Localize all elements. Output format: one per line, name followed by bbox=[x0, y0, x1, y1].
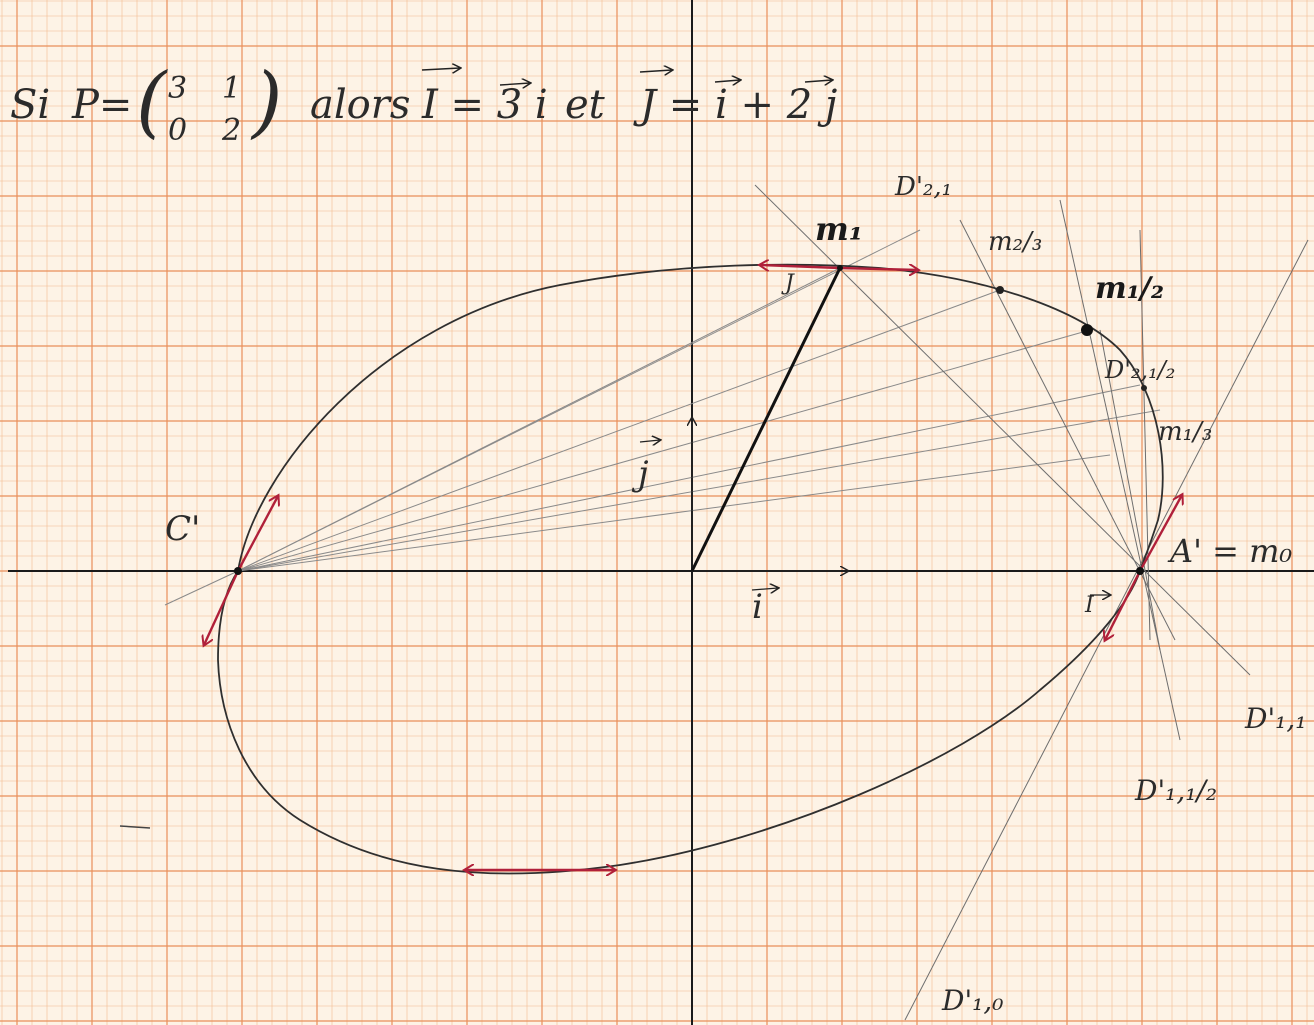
construction-rays bbox=[164, 229, 1161, 606]
matrix-a11: 3 bbox=[168, 71, 187, 106]
label-d212: D'₂,₁/₂ bbox=[1104, 356, 1175, 384]
ellipse-path bbox=[217, 263, 1164, 875]
tangent-a-down bbox=[1105, 570, 1142, 640]
label-d112: D'₁,₁/₂ bbox=[1134, 774, 1217, 807]
title-equation: Si P= ( 3 1 0 2 ) alors I = 3 i et J = i… bbox=[10, 57, 837, 148]
segment-o-m1 bbox=[690, 267, 842, 572]
label-vec-j: j bbox=[631, 454, 649, 494]
title-eq2: J = i + 2 j bbox=[633, 82, 837, 128]
title-matrix-name: P= bbox=[71, 82, 132, 128]
tangent-c-up bbox=[236, 496, 278, 572]
label-vec-i: i bbox=[752, 587, 763, 627]
point-m13 bbox=[1141, 385, 1147, 391]
d-prime-lines bbox=[754, 184, 1309, 1021]
label-vec-J: J bbox=[781, 271, 795, 296]
stray-mark bbox=[119, 825, 151, 829]
tangent-a-up bbox=[1138, 495, 1182, 572]
arrow-over-j bbox=[639, 440, 660, 442]
label-a-prime: A' = m₀ bbox=[1167, 532, 1292, 570]
label-c-prime: C' bbox=[165, 509, 200, 549]
title-connector: et bbox=[565, 82, 606, 128]
tangent-m1-left bbox=[760, 265, 841, 268]
tangent-m1-right bbox=[839, 268, 918, 270]
title-prefix: Si bbox=[10, 82, 50, 128]
label-vec-I: I bbox=[1084, 593, 1095, 618]
matrix-a21: 0 bbox=[168, 113, 187, 148]
tangent-arrows bbox=[204, 265, 1182, 870]
point-a-prime bbox=[1136, 567, 1144, 575]
matrix-bracket-right: ) bbox=[250, 57, 282, 147]
point-m12 bbox=[1081, 324, 1093, 336]
label-m13: m₁/₃ bbox=[1158, 417, 1212, 447]
matrix-a22: 2 bbox=[221, 113, 241, 148]
label-d10: D'₁,₀ bbox=[941, 984, 1004, 1017]
label-d21: D'₂,₁ bbox=[894, 172, 952, 202]
point-c-prime bbox=[234, 567, 242, 575]
label-m12: m₁/₂ bbox=[1095, 271, 1164, 306]
label-m23: m₂/₃ bbox=[988, 227, 1042, 257]
arrow-over-i bbox=[751, 588, 778, 590]
point-m23 bbox=[996, 286, 1004, 294]
point-m1 bbox=[837, 265, 843, 271]
label-m1: m₁ bbox=[815, 210, 863, 248]
matrix-a12: 1 bbox=[222, 71, 241, 106]
title-conjunction: alors bbox=[310, 82, 410, 128]
matrix-bracket-left: ( bbox=[136, 57, 168, 147]
label-d11: D'₁,₁ bbox=[1244, 702, 1307, 735]
tangent-c-down bbox=[204, 570, 240, 645]
title-eq1: I = 3 i bbox=[421, 82, 548, 128]
